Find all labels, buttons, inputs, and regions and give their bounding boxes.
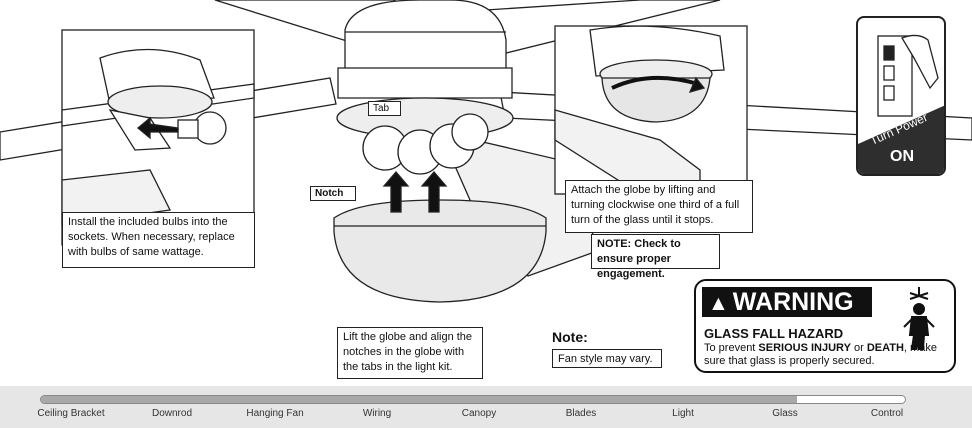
warning-text-part: To prevent <box>704 342 759 354</box>
progress-step-downrod: Downrod <box>151 408 193 419</box>
progress-step-glass: Glass <box>772 408 798 419</box>
up-arrow-left <box>382 171 410 213</box>
fan-style-note: Fan style may vary. <box>552 349 662 368</box>
engagement-note: NOTE: Check to ensure proper engagement. <box>591 234 720 280</box>
warning-text-part: or <box>850 342 867 354</box>
progress-step-wiring: Wiring <box>362 408 392 419</box>
progress-step-hanging-fan: Hanging Fan <box>246 408 304 419</box>
glass-globe <box>333 199 547 303</box>
fan-illustration <box>0 0 972 303</box>
warning-banner-text: WARNING <box>732 288 854 316</box>
globe-twist-panel <box>554 25 748 195</box>
progress-step-canopy: Canopy <box>461 408 497 419</box>
turn-power-state: ON <box>890 148 914 165</box>
warning-triangle-icon: ▲ <box>708 292 729 315</box>
warning-text-part: , make sure that glass is properly secur… <box>704 342 937 367</box>
falling-hazard-icon <box>903 287 935 350</box>
installation-progress: Ceiling Bracket Downrod Hanging Fan Wiring C… <box>0 386 972 428</box>
progress-step-ceiling-bracket: Ceiling Bracket <box>37 408 105 419</box>
hand-switch-icon <box>858 34 944 174</box>
warning-title: GLASS FALL HAZARD <box>704 326 844 341</box>
progress-track <box>40 395 906 404</box>
progress-step-control: Control <box>870 408 904 419</box>
tab-label: Tab <box>368 101 401 116</box>
bulb-install-panel <box>61 29 255 246</box>
warning-banner: ▲WARNING <box>702 287 872 317</box>
warning-box: ▲WARNING GLASS FALL HAZARD To prevent SE… <box>694 279 956 373</box>
bulb <box>451 113 489 151</box>
up-arrow-right <box>420 171 448 213</box>
progress-step-blades: Blades <box>565 408 597 419</box>
globe-attach-instruction: Attach the globe by lifting and turning … <box>565 180 753 233</box>
bulb-instruction: Install the included bulbs into the sock… <box>62 212 255 268</box>
warning-emphasis: SERIOUS INJURY <box>758 342 851 354</box>
globe-align-instruction: Lift the globe and align the notches in … <box>337 327 483 379</box>
progress-fill <box>41 396 797 403</box>
turn-power-badge: Turn Power ON <box>856 16 946 176</box>
progress-step-light: Light <box>672 408 694 419</box>
light-kit-rim <box>337 67 513 99</box>
warning-text: To prevent SERIOUS INJURY or DEATH, make… <box>704 342 952 368</box>
notch-label: Notch <box>310 186 356 201</box>
note-title: Note: <box>552 329 588 345</box>
warning-emphasis: DEATH <box>866 342 904 354</box>
